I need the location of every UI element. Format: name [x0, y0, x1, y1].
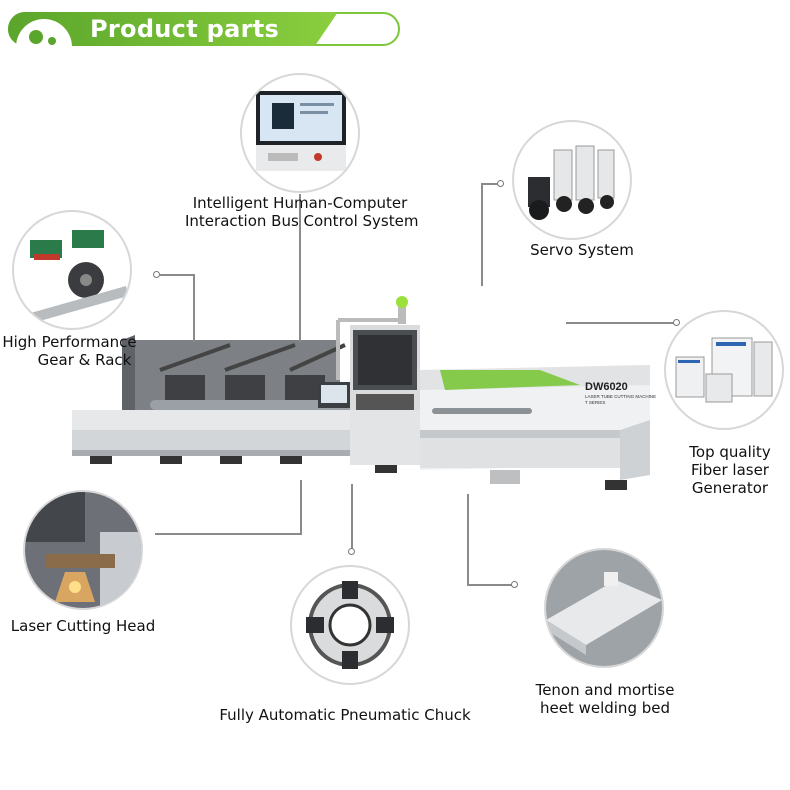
welding-bed-label: Tenon and mortise heet welding bed — [525, 681, 685, 717]
control-system-line2: Interaction Bus Control System — [185, 212, 419, 230]
connector-bed-h — [467, 584, 512, 586]
pneumatic-chuck-image — [290, 565, 410, 685]
header-logo-icon — [16, 19, 72, 47]
connector-control — [299, 194, 301, 342]
connector-head-h — [155, 533, 302, 535]
connector-servo-h — [481, 183, 499, 185]
welding-bed-icon — [546, 550, 662, 666]
laser-cutting-head-label: Laser Cutting Head — [10, 617, 156, 635]
pneumatic-chuck-label: Fully Automatic Pneumatic Chuck — [219, 706, 471, 724]
gear-rack-line2: Gear & Rack — [37, 351, 132, 369]
control-system-image — [240, 73, 360, 193]
gear-rack-image — [12, 210, 132, 330]
connector-chuck-v — [351, 484, 353, 550]
fiber-laser-generator-image — [664, 310, 784, 430]
welding-bed-line1: Tenon and mortise — [535, 681, 675, 699]
connector-laser-dot — [673, 319, 680, 326]
connector-head-v — [300, 480, 302, 535]
gear-rack-line1: High Performance — [2, 333, 137, 351]
connector-bed-v — [467, 494, 469, 586]
control-system-line1: Intelligent Human-Computer — [192, 194, 408, 212]
fiber-laser-line3: Generator — [691, 479, 769, 497]
welding-bed-line2: heet welding bed — [539, 699, 671, 717]
machine-subtitle-label: LASER TUBE CUTTING MACHINE — [585, 394, 656, 399]
machine-series-label: T SERIES — [585, 400, 605, 405]
connector-chuck-dot — [348, 548, 355, 555]
page-title: Product parts — [90, 15, 280, 43]
connector-laser-h — [566, 322, 678, 324]
connector-gear-v — [193, 274, 195, 342]
connector-servo-v — [481, 183, 483, 286]
monitor-icon — [256, 91, 346, 171]
welding-bed-image — [544, 548, 664, 668]
servo-system-image — [512, 120, 632, 240]
laser-tube-cutting-machine-image: DW6020 LASER TUBE CUTTING MACHINE T SERI… — [72, 296, 656, 490]
laser-generator-icon — [675, 337, 773, 403]
machine-model-label: DW6020 — [585, 381, 628, 393]
fiber-laser-line2: Fiber laser — [691, 461, 769, 479]
connector-bed-dot — [511, 581, 518, 588]
connector-gear-h — [160, 274, 195, 276]
connector-gear-dot — [153, 271, 160, 278]
gear-rack-icon — [20, 230, 128, 326]
cutting-head-icon — [25, 492, 141, 608]
fiber-laser-line1: Top quality — [689, 443, 771, 461]
chuck-icon — [306, 581, 394, 669]
laser-cutting-head-image — [23, 490, 143, 610]
gear-rack-label: High Performance Gear & Rack — [2, 333, 137, 369]
fiber-laser-label: Top quality Fiber laser Generator — [670, 443, 790, 497]
connector-servo-dot — [497, 180, 504, 187]
control-system-label: Intelligent Human-Computer Interaction B… — [185, 194, 419, 230]
servo-system-label: Servo System — [530, 241, 634, 259]
servo-motor-icon — [528, 145, 615, 220]
